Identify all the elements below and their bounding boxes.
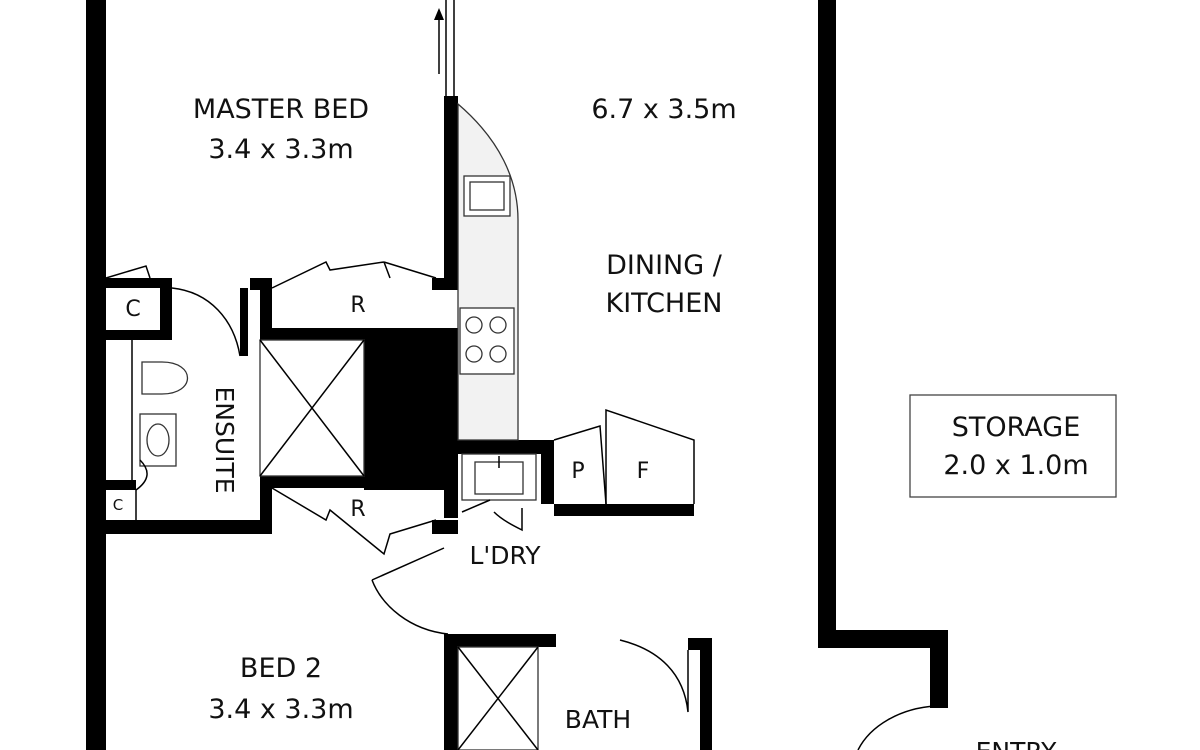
- fridge-label: F: [637, 459, 650, 484]
- bed2-size: 3.4 x 3.3m: [208, 694, 353, 725]
- entry-door: [857, 705, 937, 750]
- wall-robe-left-lower: [260, 476, 272, 528]
- sliding-door: [434, 0, 455, 96]
- wall-robe-bottom-right: [432, 520, 458, 534]
- wall-robe-divider-bottom: [260, 476, 458, 488]
- wall-robe-left-column: [260, 278, 272, 340]
- bath-fixtures: [457, 639, 689, 750]
- ensuite-fixtures: [105, 265, 241, 522]
- storage-name: STORAGE: [952, 412, 1081, 443]
- cupboard-c-bottom-label: C: [113, 496, 123, 514]
- bath-label: BATH: [565, 705, 631, 734]
- robe-top-doors: [271, 261, 437, 556]
- wall-wardrobe-core: [364, 330, 458, 490]
- living-size: 6.7 x 3.5m: [591, 94, 736, 125]
- wall-right-outer: [818, 0, 836, 632]
- wall-bath-left: [444, 634, 458, 750]
- wall-robe-divider-top: [260, 328, 458, 340]
- labels: MASTER BED 3.4 x 3.3m 6.7 x 3.5m DINING …: [113, 94, 1089, 750]
- dining-label-1: DINING /: [606, 250, 723, 281]
- wall-pantry-bottom: [554, 504, 694, 516]
- ensuite-shower: [259, 339, 365, 477]
- wall-entry-stub: [930, 630, 948, 708]
- bed2-door: [371, 547, 449, 635]
- master-bed-size: 3.4 x 3.3m: [208, 134, 353, 165]
- kitchen-bench: [457, 102, 519, 441]
- toilet-icon: [141, 361, 189, 395]
- robe-bottom-label: R: [350, 497, 365, 522]
- walls: [86, 0, 948, 750]
- pantry-fridge: [553, 408, 695, 505]
- laundry: [461, 453, 537, 532]
- dining-label-2: KITCHEN: [606, 288, 723, 319]
- ensuite-label: ENSUITE: [210, 386, 239, 493]
- cooktop-icon: [459, 307, 515, 375]
- wall-bath-top: [444, 634, 556, 647]
- wall-cupboard-c-top: [106, 278, 172, 288]
- wall-bath-right: [700, 638, 712, 750]
- robe-top-label: R: [350, 293, 365, 318]
- storage-size: 2.0 x 1.0m: [943, 450, 1088, 481]
- wall-ensuite-top: [106, 330, 162, 340]
- wall-laundry-right: [541, 440, 554, 504]
- storage-box: [909, 394, 1117, 498]
- entry-label: ENTRY: [976, 737, 1058, 750]
- pantry-label: P: [571, 459, 584, 484]
- master-bed-name: MASTER BED: [193, 94, 369, 125]
- wall-master-kitchen: [444, 96, 458, 286]
- wall-left-outer: [86, 0, 106, 750]
- laundry-label: L'DRY: [469, 541, 541, 570]
- wall-cupboard-c-right: [160, 278, 172, 340]
- wall-storage-bottom: [818, 630, 948, 648]
- wall-robe-top-frame-right: [432, 278, 458, 290]
- wall-bed2-top-left: [106, 520, 272, 534]
- wall-ensuite-right: [240, 288, 248, 356]
- bed2-name: BED 2: [240, 653, 322, 684]
- wall-laundry-top: [444, 440, 554, 454]
- cupboard-c-top-label: C: [125, 297, 140, 322]
- wall-ensuite-left-stub: [106, 480, 136, 490]
